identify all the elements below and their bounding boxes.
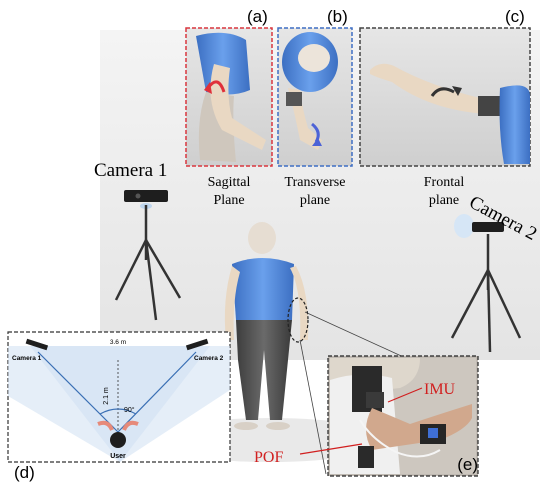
panel-b-head <box>298 44 330 72</box>
subject-shirt <box>232 258 294 324</box>
user-icon <box>110 432 126 448</box>
camera-1-icon <box>124 190 168 202</box>
inset-width-label: 3.6 m <box>110 339 126 346</box>
pof-pointer <box>299 443 363 455</box>
photo-waist-module <box>358 446 374 468</box>
panel-b-band <box>286 92 302 106</box>
camera-1-tripod <box>114 190 182 321</box>
inset-camera-2-label: Camera 2 <box>194 355 224 362</box>
subject-left-arm <box>224 266 240 340</box>
panel-label-b: (b) <box>327 7 348 26</box>
panel-label-a: (a) <box>247 7 268 26</box>
inset-camera-1-label: Camera 1 <box>12 355 42 362</box>
camera-2-icon <box>472 222 504 232</box>
inset-angle-label: 90° <box>124 406 135 414</box>
transverse-label-line1: Transverse <box>285 175 346 190</box>
user-arms <box>97 420 139 431</box>
inset-depth-label: 2.1 m <box>103 387 110 405</box>
panel-c-arrow-head <box>452 86 462 96</box>
angle-arc <box>99 408 137 415</box>
subject-right-arm <box>290 266 309 340</box>
pof-fiber <box>359 419 441 458</box>
photo-forearm <box>366 404 472 450</box>
panel-a-arm <box>210 64 266 150</box>
subject-head <box>248 222 276 254</box>
subject-pants <box>236 320 292 420</box>
sagittal-label-line2: Plane <box>213 193 244 208</box>
sensor-zoom-circle <box>287 297 309 343</box>
panel-b-transverse <box>277 27 353 167</box>
panel-e-sensor-photo <box>327 355 479 477</box>
panel-c-band <box>478 96 502 116</box>
camera-2-fov <box>8 346 210 462</box>
sagittal-label-line1: Sagittal <box>208 175 251 190</box>
camera-2-tripod <box>450 214 522 353</box>
frontal-label-line1: Frontal <box>424 175 465 190</box>
frontal-label-line2: plane <box>429 193 459 208</box>
inset-camera-2-icon <box>185 338 209 351</box>
imu-sensor-box <box>366 392 384 408</box>
inset-user-label: User <box>110 453 126 460</box>
imu-pointer <box>387 387 423 403</box>
camera-2-sightline <box>117 351 197 433</box>
camera-1-label: Camera 1 <box>94 160 167 181</box>
pof-label: POF <box>254 449 283 466</box>
panel-a-arrow-head <box>204 82 212 94</box>
panel-a-shirt <box>196 32 250 95</box>
imu-label: IMU <box>424 381 456 398</box>
panel-b-arrow-head <box>312 138 322 146</box>
panel-label-e: (e) <box>457 455 478 474</box>
inset-camera-1-icon <box>25 338 49 351</box>
panel-a-sagittal <box>185 27 273 167</box>
transverse-label-line2: plane <box>300 193 330 208</box>
camera-1-sightline <box>37 351 119 433</box>
panel-c-shirt <box>499 85 530 164</box>
panel-c-rotation-arrow <box>430 87 455 97</box>
subject-figure <box>224 222 309 430</box>
photo-wrist-module <box>428 428 438 438</box>
panel-c-frontal <box>359 27 531 167</box>
panel-d-layout-inset <box>7 331 231 463</box>
zoom-line-top <box>304 311 411 361</box>
panel-label-d: (d) <box>14 463 35 482</box>
panel-label-c: (c) <box>505 7 525 26</box>
zoom-line-bottom <box>299 339 327 475</box>
panel-c-arm <box>370 63 486 114</box>
